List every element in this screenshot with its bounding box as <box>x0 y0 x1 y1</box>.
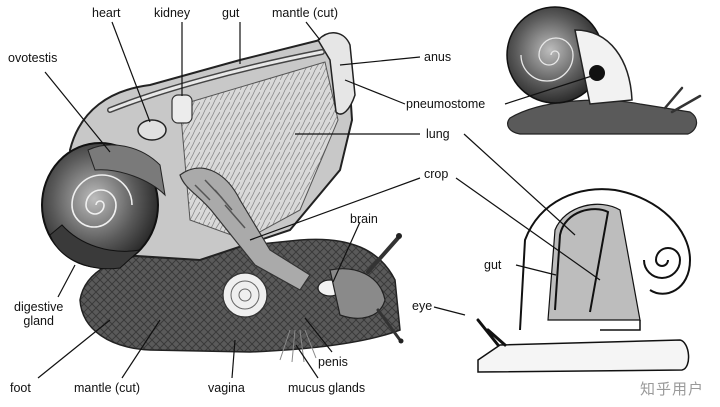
main-snail-cutaway <box>41 32 404 363</box>
shell-spiral <box>71 174 133 228</box>
schematic-tentacles <box>476 318 507 347</box>
snail-schematic <box>476 188 692 373</box>
label-vagina: vagina <box>208 381 245 395</box>
ovotestis-organ <box>87 144 166 197</box>
schematic-shell-outline <box>519 188 692 331</box>
label-mantle-cut-bottom: mantle (cut) <box>74 381 140 395</box>
crop-organ <box>179 167 311 291</box>
label-brain: brain <box>350 212 378 226</box>
label-ovotestis: ovotestis <box>8 51 58 65</box>
leader-lines <box>37 21 601 379</box>
label-eye: eye <box>412 299 433 313</box>
small-snail-mantle <box>574 29 633 105</box>
label-lung: lung <box>426 127 450 141</box>
mantle-cut-edge <box>317 32 356 115</box>
heart-organ <box>137 119 167 141</box>
digestive-gland-organ <box>49 224 142 270</box>
kidney-organ <box>171 94 193 124</box>
schematic-body <box>547 203 641 321</box>
schematic-shell-spiral <box>643 247 682 279</box>
tentacle-upper <box>366 236 400 274</box>
label-mucus-glands: mucus glands <box>288 381 366 395</box>
schematic-foot <box>477 339 690 373</box>
label-penis: penis <box>318 355 348 369</box>
schematic-gut <box>554 208 610 313</box>
head <box>329 268 386 319</box>
label-gut-top: gut <box>222 6 240 20</box>
label-gut-right: gut <box>484 258 502 272</box>
label-pneumostome: pneumostome <box>406 97 486 111</box>
label-heart: heart <box>92 6 121 20</box>
small-snail-tentacles <box>663 86 702 114</box>
label-crop: crop <box>424 167 449 181</box>
label-anus: anus <box>424 50 452 64</box>
small-snail-illustration <box>506 6 702 135</box>
mucus-gland-strands <box>279 329 317 363</box>
label-mantle-cut-top: mantle (cut) <box>272 6 338 20</box>
reproductive-coil <box>222 272 268 318</box>
label-kidney: kidney <box>154 6 191 20</box>
small-snail-pneumostome <box>589 65 605 81</box>
label-foot: foot <box>10 381 31 395</box>
tentacle-lower <box>376 308 402 342</box>
watermark: 知乎用户 <box>640 381 705 398</box>
label-digestive-gland: digestive gland <box>14 300 64 328</box>
